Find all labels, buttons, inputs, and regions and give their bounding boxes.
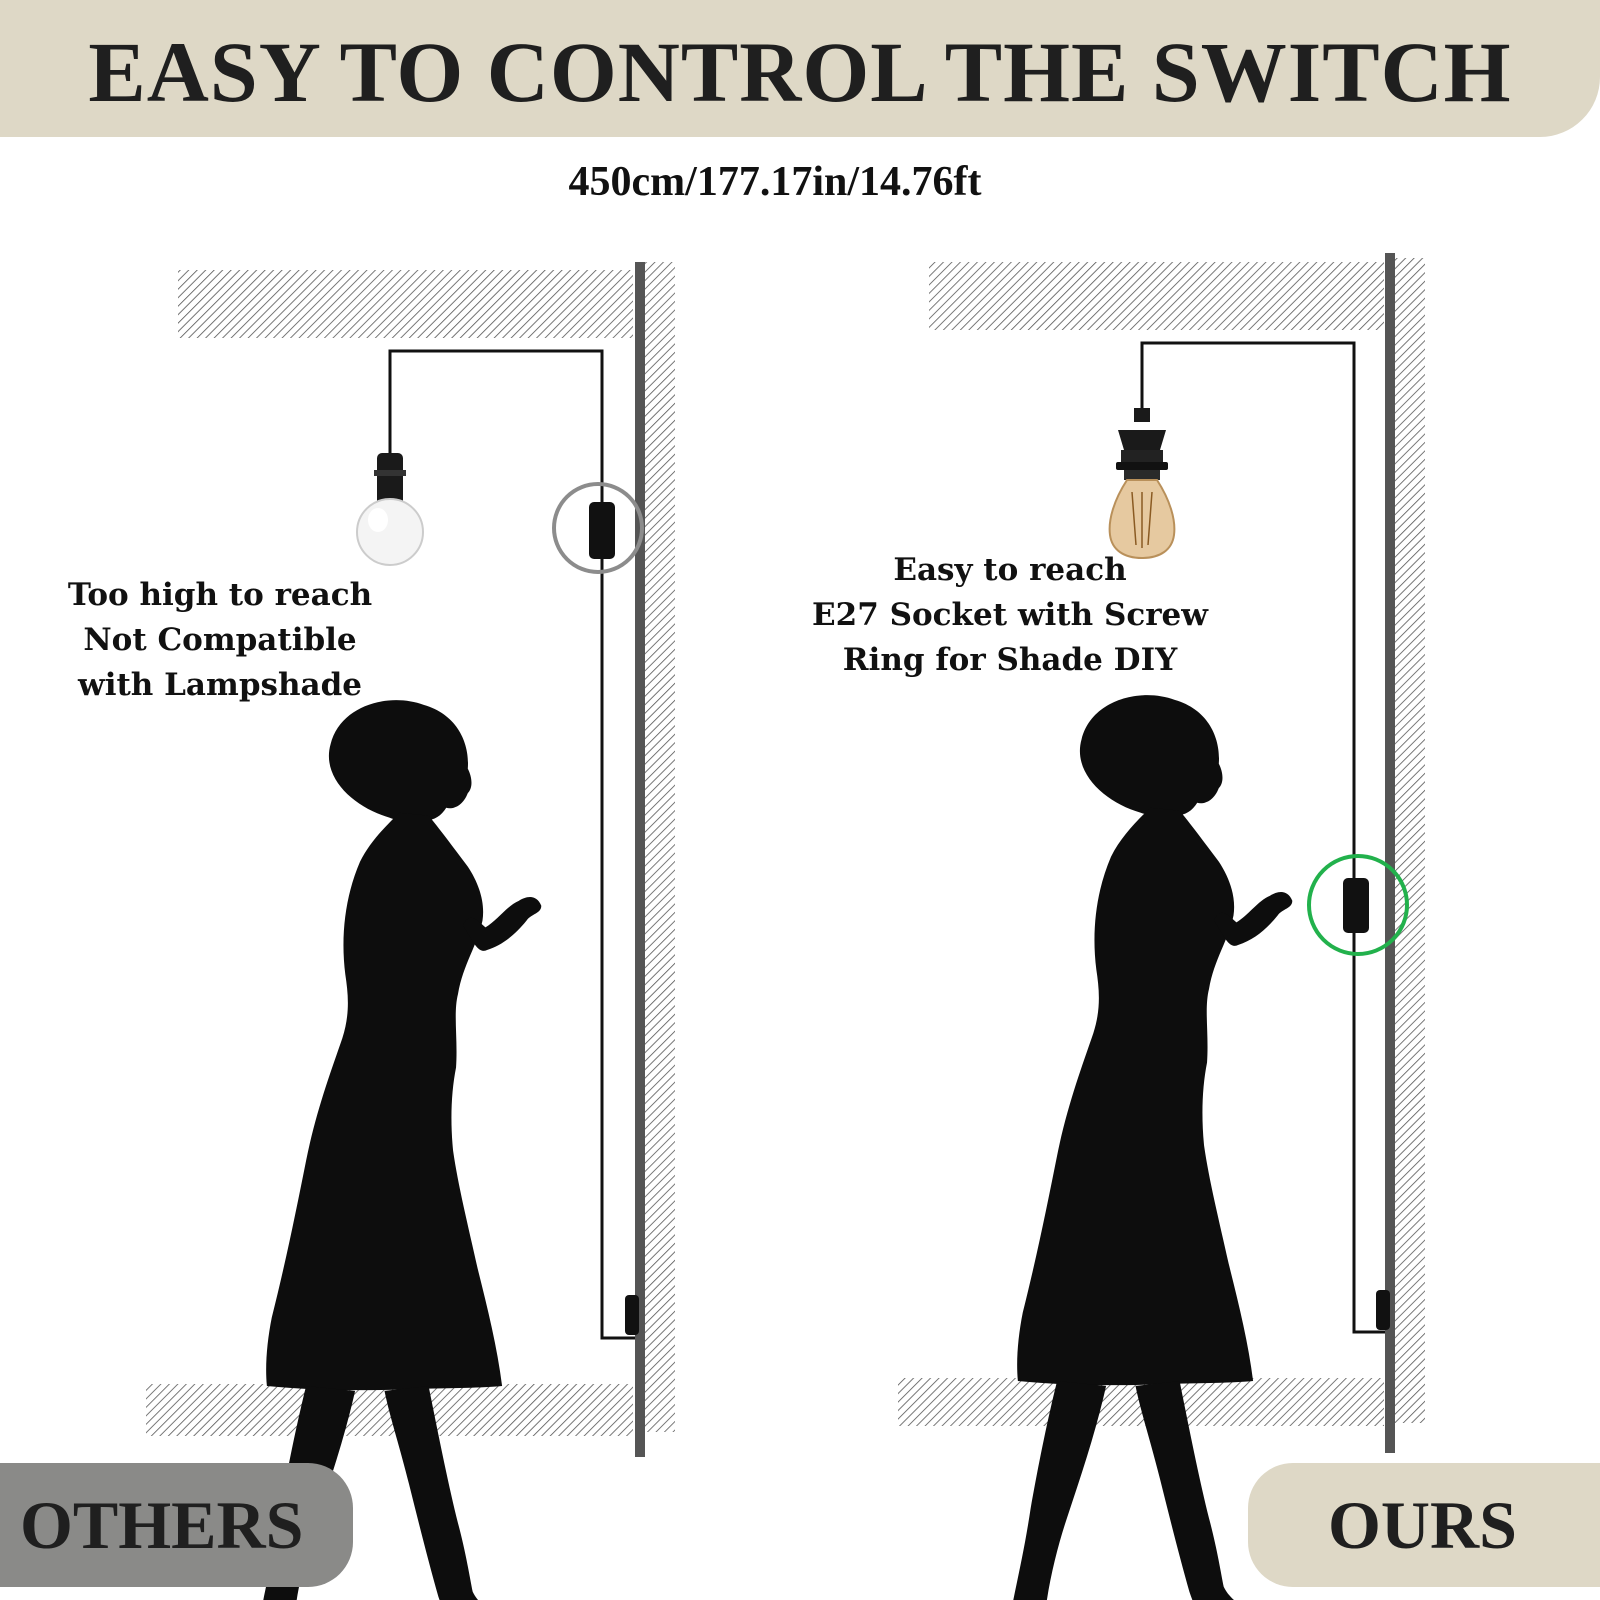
caption-line: E27 Socket with Screw: [812, 597, 1208, 633]
others-badge: OTHERS: [0, 1463, 353, 1587]
caption-line: Not Compatible: [83, 622, 357, 658]
ceiling: [929, 262, 1384, 330]
inline-switch-icon: [1343, 878, 1369, 933]
others-scene: [146, 262, 675, 1600]
inline-switch-icon: [589, 502, 615, 559]
wall: [635, 262, 645, 1457]
caption-line: with Lampshade: [78, 667, 362, 703]
page-title: EASY TO CONTROL THE SWITCH: [88, 24, 1512, 120]
cable-length-label: 450cm/177.17in/14.76ft: [568, 159, 982, 205]
caption-line: Too high to reach: [67, 577, 373, 613]
plug-icon: [625, 1295, 639, 1335]
title-banner: [0, 0, 1600, 137]
plug-icon: [1376, 1290, 1390, 1330]
others-label: OTHERS: [20, 1486, 304, 1563]
switch-highlight: [1307, 854, 1409, 956]
switch-highlight: [552, 482, 644, 574]
cable: [1140, 341, 1385, 1334]
wall: [1385, 253, 1395, 1453]
cable: [388, 349, 635, 1340]
wall-hatch: [1395, 258, 1425, 1423]
ours-caption: Easy to reach E27 Socket with Screw Ring…: [790, 548, 1230, 683]
caption-line: Easy to reach: [893, 552, 1127, 588]
ours-label: OURS: [1328, 1486, 1517, 1563]
woman-silhouette: [976, 695, 1312, 1600]
caption-line: Ring for Shade DIY: [842, 642, 1178, 678]
ours-badge: OURS: [1248, 1463, 1600, 1587]
ours-scene: [898, 253, 1425, 1600]
others-caption: Too high to reach Not Compatible with La…: [40, 573, 400, 708]
bulb-icon: [356, 453, 424, 566]
e27-socket-bulb-icon: [1108, 408, 1176, 560]
ceiling: [178, 270, 633, 338]
wall-hatch: [645, 262, 675, 1432]
